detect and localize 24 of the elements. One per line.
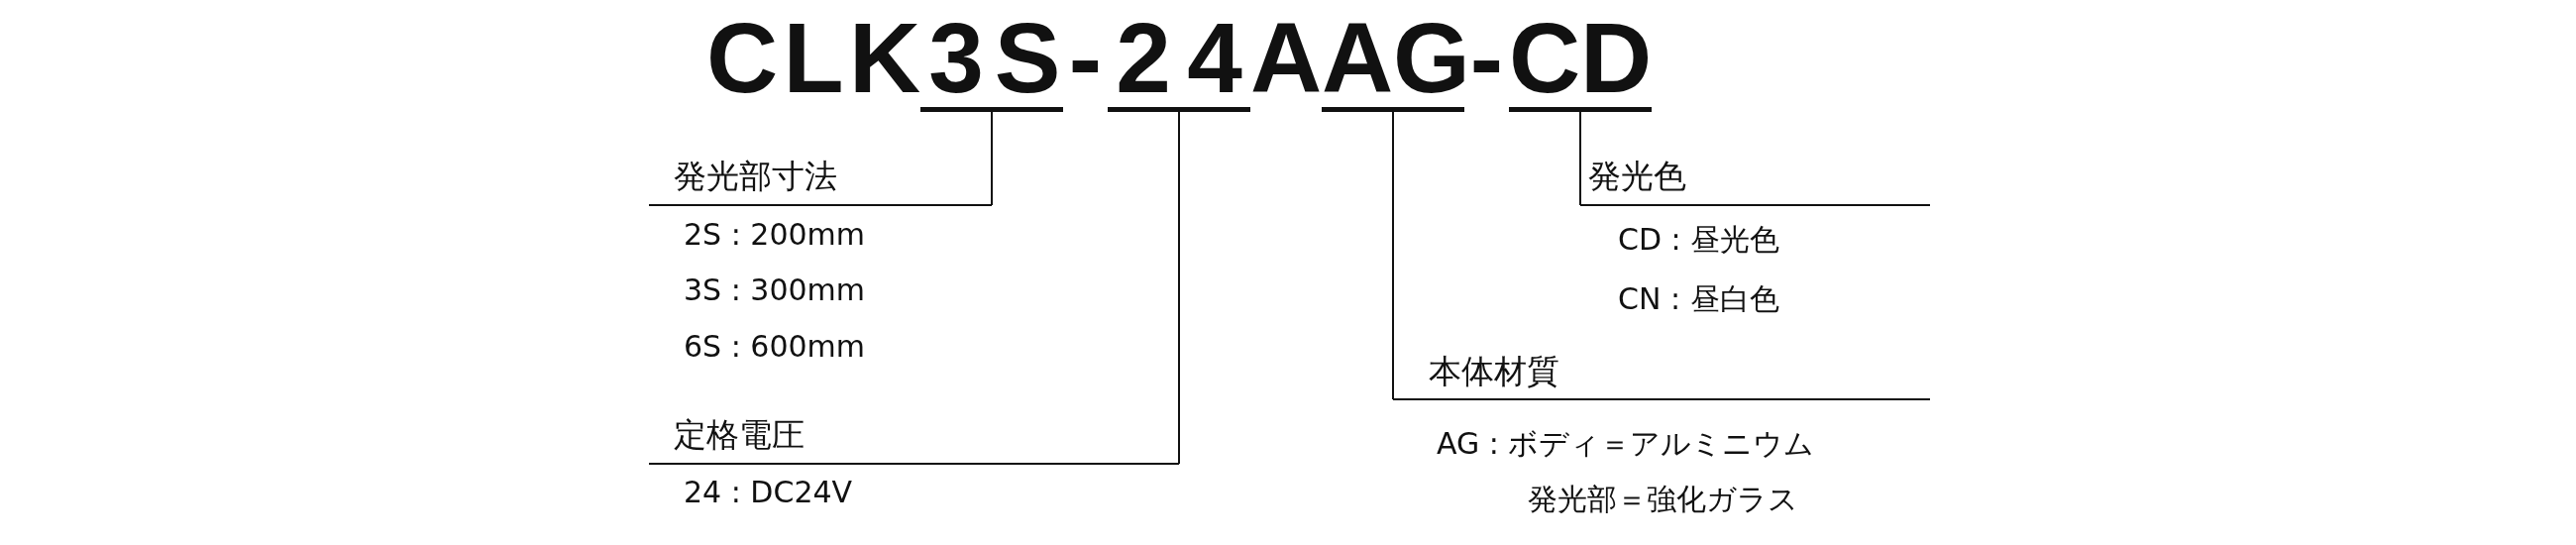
code-text: - bbox=[1468, 8, 1505, 107]
code-text: CLK bbox=[706, 8, 920, 107]
code-segment: AG bbox=[1322, 8, 1464, 112]
leader-line bbox=[1579, 111, 1581, 206]
leader-line bbox=[1178, 111, 1180, 465]
option-text: AG : ボディ＝アルミニウム bbox=[1437, 425, 1815, 463]
category-heading: 定格電圧 bbox=[649, 408, 1179, 465]
option-text: CD : 昼光色 bbox=[1618, 221, 1780, 259]
category-heading: 発光部寸法 bbox=[649, 149, 992, 206]
code-text: A bbox=[1250, 8, 1322, 107]
leader-line bbox=[991, 111, 993, 206]
leader-line bbox=[1392, 111, 1394, 400]
code-text: - bbox=[1067, 8, 1104, 107]
option-text: 6S : 600mm bbox=[684, 328, 866, 366]
option-text: CN : 昼白色 bbox=[1618, 280, 1779, 318]
option-text: 3S : 300mm bbox=[684, 272, 866, 309]
category-heading: 本体材質 bbox=[1393, 345, 1930, 400]
option-text: 24 : DC24V bbox=[684, 474, 853, 511]
code-segment: 3S bbox=[920, 8, 1063, 112]
code-segment: CD bbox=[1509, 8, 1652, 112]
category-heading: 発光色 bbox=[1580, 149, 1930, 206]
code-segment: 24 bbox=[1108, 8, 1250, 112]
option-text: 発光部＝強化ガラス bbox=[1528, 481, 1798, 518]
option-text: 2S : 200mm bbox=[684, 216, 866, 254]
